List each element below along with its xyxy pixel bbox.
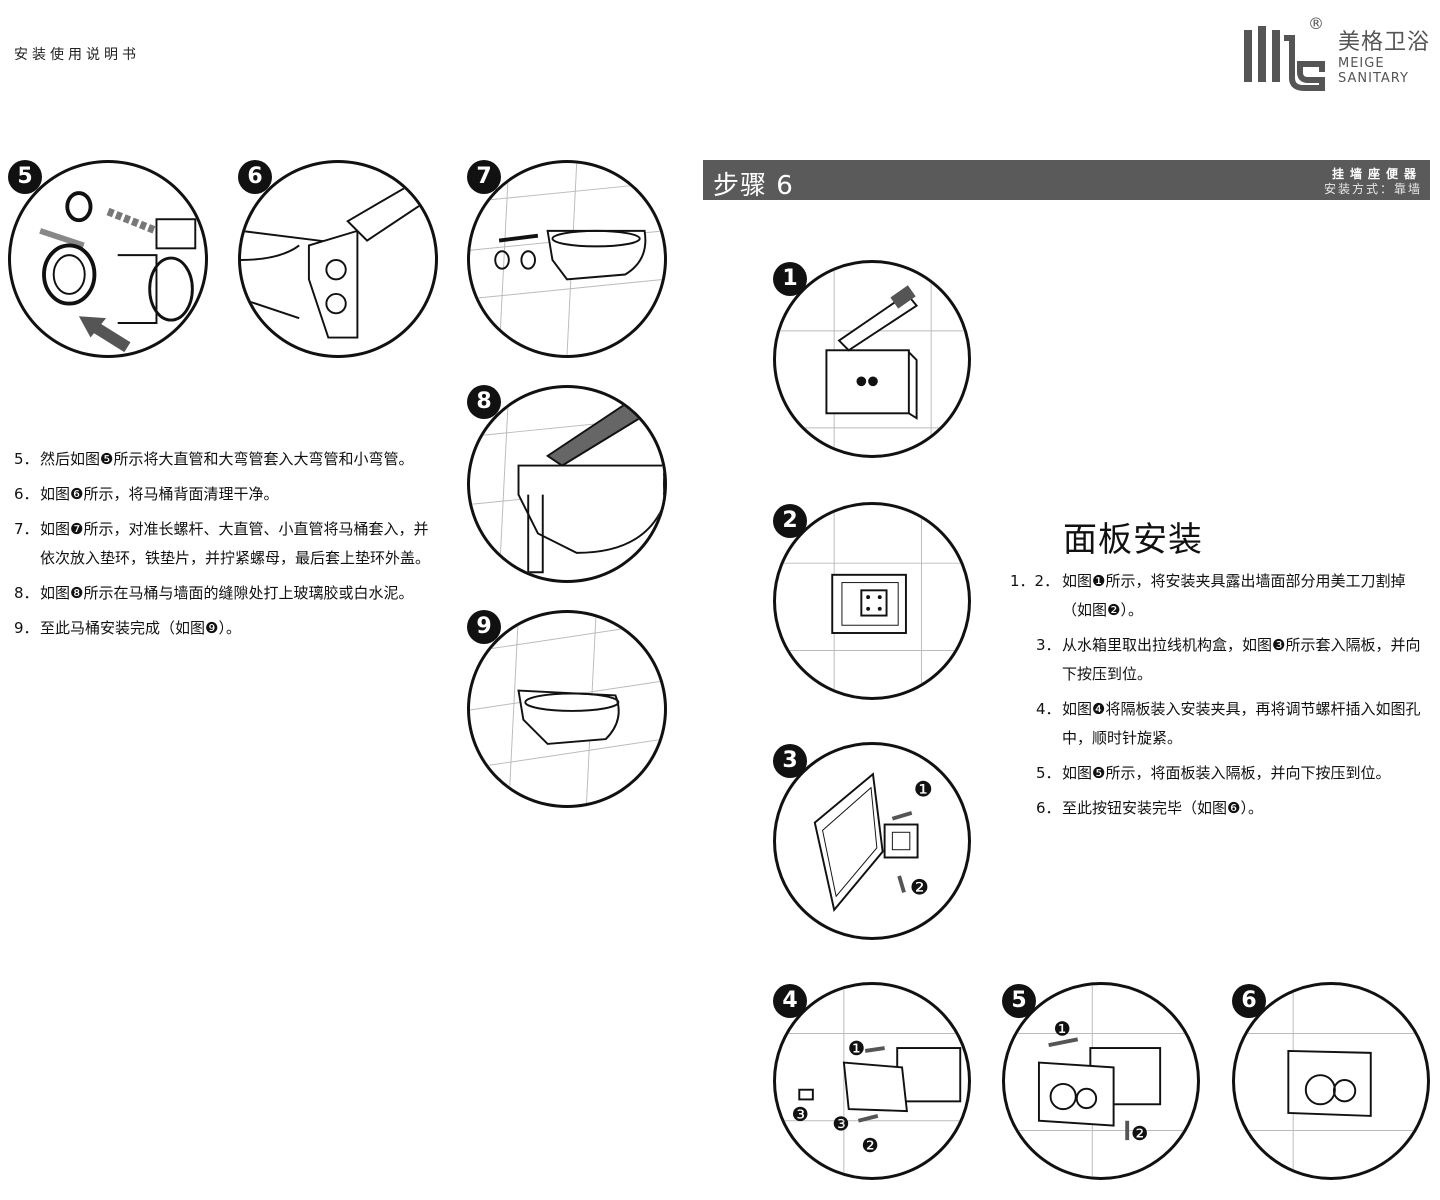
figure-5-pipe-fitting	[8, 160, 208, 358]
toilet-install-steps: 5．然后如图❺所示将大直管和大弯管套入大弯管和小弯管。 6．如图❻所示，将马桶背…	[14, 445, 439, 649]
figure-7-toilet-mount	[467, 160, 667, 358]
figure-badge-r1: 1	[773, 262, 807, 296]
brand-name-en-2: SANITARY	[1338, 71, 1409, 86]
figure-badge-r4: 4	[773, 984, 807, 1018]
trimmed-box-icon	[776, 505, 968, 697]
list-item: 9．至此马桶安装完成（如图❾）。	[14, 619, 241, 637]
pipe-fitting-icon	[39, 191, 197, 353]
callout-3b: ❸	[832, 1112, 849, 1135]
brand-logo-mark-icon	[1244, 26, 1325, 91]
brand-name-cn: 美格卫浴	[1338, 30, 1431, 55]
registered-mark: ®	[1308, 14, 1324, 33]
callout-1: ❶	[1053, 1017, 1070, 1040]
cut-clamp-icon	[776, 263, 968, 455]
panel-install-steps: 1．2．如图❶所示，将安装夹具露出墙面部分用美工刀割掉（如图❷）。 3．从水箱里…	[1010, 567, 1434, 829]
figure-badge-r5: 5	[1002, 984, 1036, 1018]
step-title: 步骤 6	[713, 171, 794, 201]
figure-r4-install-bracket: ❶ ❷ ❸ ❸	[773, 982, 971, 1180]
figure-9-toilet-complete	[467, 610, 667, 808]
figure-badge-7: 7	[467, 160, 501, 194]
finished-button-icon	[1235, 985, 1427, 1177]
toilet-mount-icon	[470, 163, 664, 355]
figure-badge-r2: 2	[773, 504, 807, 538]
install-bracket-icon: ❶ ❷ ❸ ❸	[776, 985, 968, 1177]
figure-6-wipe-clean	[238, 160, 438, 358]
wipe-clean-icon	[241, 186, 427, 339]
figure-badge-5: 5	[8, 160, 42, 194]
callout-2: ❷	[1131, 1122, 1148, 1145]
caulk-seal-icon	[470, 388, 664, 580]
figure-badge-r3: 3	[773, 744, 807, 778]
figure-8-caulk-seal	[467, 385, 667, 583]
brand-name-en-1: MEIGE	[1338, 56, 1385, 71]
list-item: 7．如图❼所示，对准长螺杆、大直管、小直管将马桶套入，并依次放入垫环，铁垫片，并…	[14, 520, 431, 567]
brand-logo: ® 美格卫浴 MEIGE SANITARY	[1238, 14, 1434, 94]
callout-3a: ❸	[792, 1103, 809, 1126]
figure-r2-trimmed-box	[773, 502, 971, 700]
product-type: 挂墙座便器	[1331, 167, 1422, 181]
list-item: 3．从水箱里取出拉线机构盒，如图❸所示套入隔板，并向下按压到位。	[1036, 636, 1421, 683]
figure-badge-r6: 6	[1232, 984, 1266, 1018]
figure-r6-finished-button	[1232, 982, 1430, 1180]
attach-panel-icon: ❶ ❷	[1005, 985, 1197, 1177]
list-item: 6．至此按钮安装完毕（如图❻）。	[1036, 799, 1263, 817]
figure-badge-6: 6	[238, 160, 272, 194]
section-heading: 面板安装	[1063, 520, 1203, 560]
figure-r3-insert-mechanism: ❶ ❷	[773, 742, 971, 940]
list-item: 4．如图❹将隔板装入安装夹具，再将调节螺杆插入如图孔中，顺时针旋紧。	[1036, 700, 1421, 747]
figure-r5-attach-panel: ❶ ❷	[1002, 982, 1200, 1180]
step-header-bar: 步骤 6 挂墙座便器 安装方式：靠墙	[703, 160, 1430, 201]
install-method: 安装方式：靠墙	[1323, 182, 1422, 196]
document-title: 安装使用说明书	[14, 47, 140, 63]
list-item: 6．如图❻所示，将马桶背面清理干净。	[14, 485, 279, 503]
callout-1: ❶	[914, 777, 933, 802]
list-item: 8．如图❽所示在马桶与墙面的缝隙处打上玻璃胶或白水泥。	[14, 584, 414, 602]
callout-2: ❷	[861, 1134, 878, 1157]
callout-1: ❶	[848, 1037, 865, 1060]
list-item: 1．2．如图❶所示，将安装夹具露出墙面部分用美工刀割掉（如图❷）。	[1010, 572, 1406, 619]
list-item: 5．然后如图❺所示将大直管和大弯管套入大弯管和小弯管。	[14, 450, 414, 468]
figure-badge-8: 8	[467, 385, 501, 419]
callout-2: ❷	[910, 875, 929, 900]
list-item: 5．如图❺所示，将面板装入隔板，并向下按压到位。	[1036, 764, 1391, 782]
toilet-complete-icon	[470, 613, 664, 805]
figure-r1-cut-clamp	[773, 260, 971, 458]
insert-mechanism-icon: ❶ ❷	[813, 772, 933, 912]
figure-badge-9: 9	[467, 610, 501, 644]
